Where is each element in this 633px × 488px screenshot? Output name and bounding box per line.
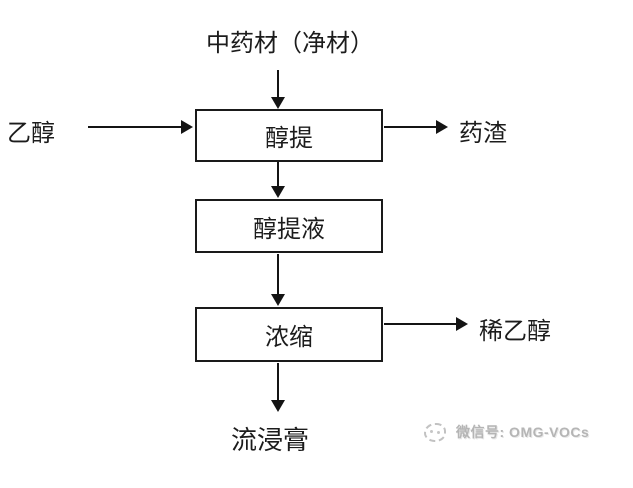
arrow-right-ethanol-to-extraction: [88, 120, 193, 134]
arrow-right-extraction-to-residue: [384, 120, 448, 134]
ethanol-input-label: 乙醇: [7, 121, 55, 147]
process-box-alcohol-extraction: 醇提: [195, 109, 383, 162]
arrow-down-extract-liquid-to-concentration: [271, 254, 285, 306]
process-box-concentration: 浓缩: [195, 307, 383, 362]
source-material-label: 中药材（净材）: [206, 31, 374, 57]
dilute-ethanol-output-label: 稀乙醇: [479, 319, 551, 345]
wechat-logo-icon: [424, 422, 446, 442]
arrow-down-source-to-extraction: [271, 70, 285, 109]
arrow-right-concentration-to-dilute-ethanol: [384, 317, 468, 331]
residue-output-label: 药渣: [459, 121, 507, 147]
process-box-label: 醇提: [265, 126, 313, 152]
arrow-down-concentration-to-final-product: [271, 363, 285, 412]
process-box-extract-liquid: 醇提液: [195, 199, 383, 253]
arrow-down-extraction-to-extract-liquid: [271, 162, 285, 198]
process-box-label: 醇提液: [253, 216, 325, 243]
process-box-label: 浓缩: [265, 325, 313, 351]
final-product-label: 流浸膏: [231, 426, 310, 455]
watermark-text: 微信号: OMG-VOCs: [456, 424, 590, 440]
watermark: 微信号: OMG-VOCs: [424, 422, 589, 442]
